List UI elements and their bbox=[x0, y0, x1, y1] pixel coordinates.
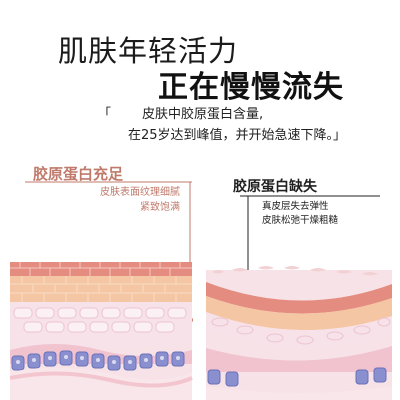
quote-open-mark: 「 bbox=[98, 107, 112, 122]
right-panel-desc-line: 真皮层失去弹性 bbox=[262, 201, 329, 212]
left-panel-desc-line: 皮肤表面纹理细腻 bbox=[100, 187, 180, 198]
left-skin-layers bbox=[9, 262, 193, 400]
left-panel-desc: 皮肤表面纹理细腻 紧致饱满 bbox=[80, 185, 180, 215]
left-panel-title: 胶原蛋白充足 bbox=[33, 165, 124, 183]
left-panel-desc-line: 紧致饱满 bbox=[140, 202, 180, 213]
quote-line-1: 皮肤中胶原蛋白含量, bbox=[142, 107, 264, 122]
right-panel-desc-line: 皮肤松弛干燥粗糙 bbox=[262, 215, 339, 226]
headline-line-2: 正在慢慢流失 bbox=[158, 70, 344, 105]
headline-line-1: 肌肤年轻活力 bbox=[58, 34, 239, 68]
right-skin-layers bbox=[206, 266, 392, 400]
quote-line-2: 在25岁达到峰值，并开始急速下降。」 bbox=[128, 128, 347, 143]
right-panel-title: 胶原蛋白缺失 bbox=[233, 179, 317, 195]
right-panel-desc: 真皮层失去弹性 皮肤松弛干燥粗糙 bbox=[262, 200, 338, 228]
